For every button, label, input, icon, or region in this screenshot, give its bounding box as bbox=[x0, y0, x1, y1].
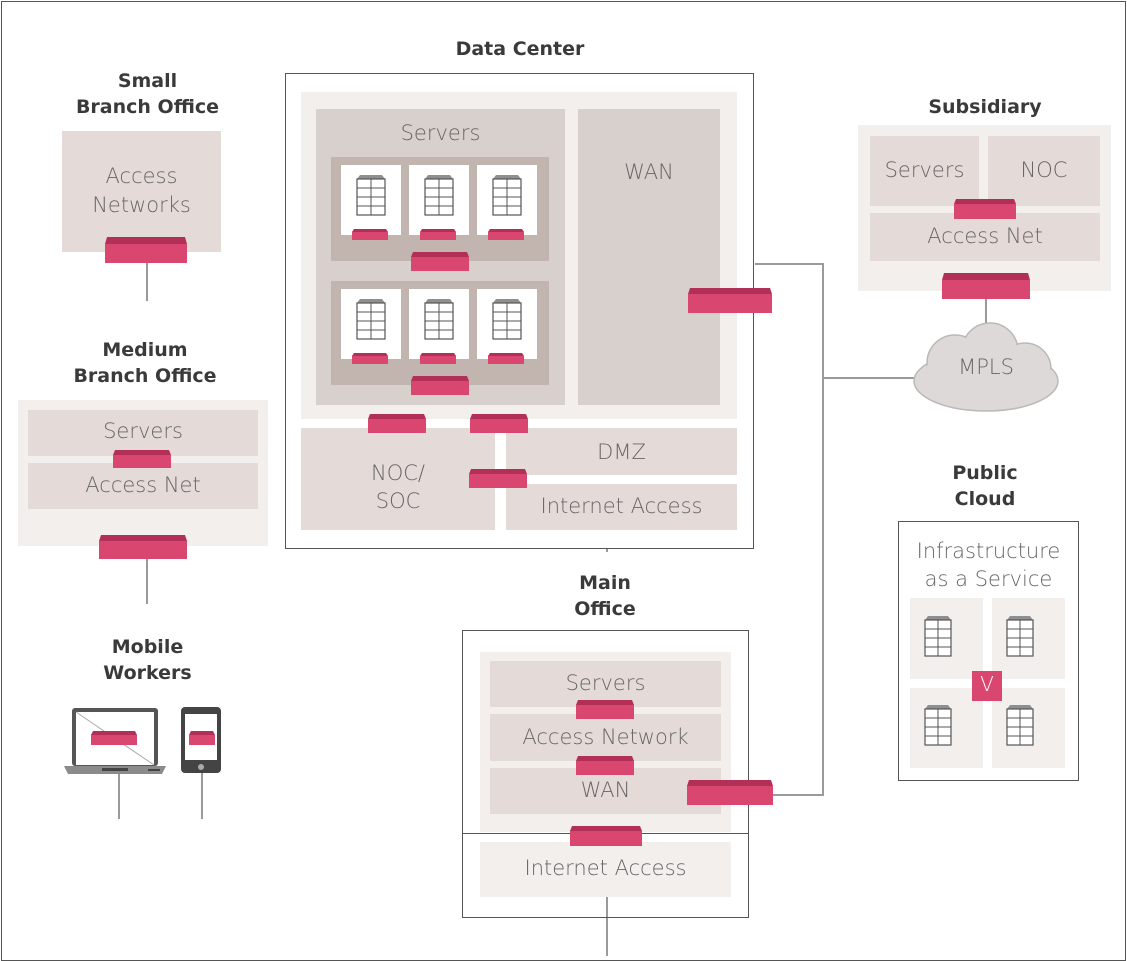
dc-wan-appliance-icon bbox=[688, 288, 772, 313]
mobile-title-line1: Mobile bbox=[111, 636, 184, 658]
dc-server-icon bbox=[409, 165, 469, 235]
dc-wan-panel bbox=[578, 109, 720, 405]
dc-internet-panel bbox=[506, 484, 737, 530]
dc-server-icon bbox=[477, 165, 537, 235]
medium-branch-servers bbox=[28, 410, 258, 456]
main-office-wan-link bbox=[770, 794, 824, 796]
subsidiary-noc-label: NOC bbox=[1020, 158, 1068, 182]
subsidiary-appliance-icon bbox=[942, 273, 1030, 299]
main-office-internet-label: Internet Access bbox=[524, 856, 687, 880]
cloud-server-icon bbox=[921, 705, 955, 750]
dc-noc-label: NOC/ SOC bbox=[301, 459, 495, 515]
main-office-box-bottom bbox=[462, 834, 749, 918]
subsidiary-noc-panel bbox=[988, 136, 1100, 206]
medium-branch-access bbox=[28, 463, 258, 509]
data-center-title: Data Center bbox=[455, 38, 585, 60]
mobile-title: Mobile Workers bbox=[40, 634, 255, 686]
medium-branch-appliance-icon bbox=[99, 535, 187, 559]
wan-trunk bbox=[822, 263, 824, 796]
laptop-uplink bbox=[118, 772, 120, 819]
main-office-access-panel bbox=[490, 714, 721, 761]
main-office-wan-label: WAN bbox=[580, 778, 631, 802]
medium-branch-title-line2: Branch Office bbox=[73, 365, 217, 387]
dc-internet-appliance-icon bbox=[469, 469, 527, 488]
iaas-label-line1: Infrastructure bbox=[916, 539, 1061, 563]
main-office-wan-panel bbox=[490, 768, 721, 814]
v-badge bbox=[972, 671, 1002, 701]
subsidiary-servers-panel bbox=[870, 136, 979, 206]
medium-branch-servers-label: Servers bbox=[103, 419, 183, 443]
public-cloud-title: Public Cloud bbox=[880, 460, 1090, 512]
trunk-mpls-link bbox=[822, 377, 922, 379]
v-badge-label: V bbox=[980, 672, 994, 696]
small-branch-uplink bbox=[146, 263, 148, 301]
dc-noc-label-line2: SOC bbox=[375, 489, 421, 513]
phone-appliance-icon bbox=[189, 731, 215, 745]
subsidiary-access-panel bbox=[870, 213, 1100, 261]
mobile-title-line2: Workers bbox=[103, 662, 192, 684]
dc-server-appliance-icon bbox=[420, 353, 456, 364]
dc-servers-label: Servers bbox=[400, 121, 481, 145]
main-office-internet-appliance-icon bbox=[570, 826, 642, 846]
dc-server-appliance-icon bbox=[352, 229, 388, 240]
dc-internet-label: Internet Access bbox=[540, 494, 703, 518]
small-branch-title-line2: Branch Office bbox=[75, 96, 220, 118]
small-branch-access: Access Networks bbox=[92, 164, 191, 217]
phone-uplink bbox=[201, 772, 203, 819]
cloud-server-icon bbox=[921, 616, 955, 661]
main-office-servers-appliance-icon bbox=[576, 700, 634, 719]
medium-branch-access-label: Access Net bbox=[85, 473, 201, 497]
main-office-title-line1: Main bbox=[579, 572, 631, 594]
dc-dmz-label: DMZ bbox=[597, 440, 646, 464]
public-cloud-title-line2: Cloud bbox=[954, 488, 1016, 510]
main-office-access-appliance-icon bbox=[576, 756, 634, 775]
dc-noc-appliance-icon bbox=[368, 414, 426, 433]
main-office-servers-label: Servers bbox=[565, 671, 646, 695]
main-office-wan-appliance-icon bbox=[687, 780, 773, 805]
mpls-label: MPLS bbox=[958, 355, 1014, 379]
dc-rack-appliance-icon bbox=[411, 376, 469, 395]
dc-server-appliance-icon bbox=[488, 229, 524, 240]
dc-noc-label-line1: NOC/ bbox=[371, 461, 425, 485]
dc-wan-link bbox=[755, 263, 823, 265]
dc-noc-panel bbox=[301, 428, 495, 530]
dc-server-appliance-icon bbox=[420, 229, 456, 240]
main-office-title-line2: Office bbox=[574, 598, 636, 620]
mpls-cloud-icon bbox=[913, 322, 1059, 412]
main-office-internet-panel bbox=[480, 842, 731, 897]
cloud-server-icon bbox=[1003, 616, 1037, 661]
laptop-appliance-icon bbox=[91, 731, 137, 745]
dc-wan-label: WAN bbox=[624, 160, 674, 184]
public-cloud-title-line1: Public bbox=[952, 462, 1018, 484]
dc-server-appliance-icon bbox=[488, 353, 524, 364]
medium-branch-title: Medium Branch Office bbox=[30, 337, 260, 389]
main-office-access-label: Access Network bbox=[522, 725, 689, 749]
medium-branch-inner-appliance-icon bbox=[113, 450, 171, 468]
dc-dmz-panel bbox=[506, 428, 737, 475]
small-branch-title: Small Branch Office bbox=[40, 68, 255, 120]
dc-server-icon bbox=[341, 289, 401, 359]
dc-server-icon bbox=[341, 165, 401, 235]
iaas-label-line2: as a Service bbox=[924, 567, 1053, 591]
dc-server-icon bbox=[477, 289, 537, 359]
cloud-server-icon bbox=[1003, 705, 1037, 750]
dc-server-icon bbox=[409, 289, 469, 359]
small-branch-panel bbox=[62, 131, 221, 252]
medium-branch-title-line1: Medium bbox=[102, 339, 188, 361]
medium-branch-uplink bbox=[146, 558, 148, 604]
main-office-servers-panel bbox=[490, 661, 721, 707]
subsidiary-title: Subsidiary bbox=[928, 96, 1042, 118]
iaas-label: Infrastructure as a Service bbox=[898, 537, 1079, 593]
small-branch-title-line1: Small bbox=[117, 70, 178, 92]
dc-server-appliance-icon bbox=[352, 353, 388, 364]
subsidiary-inner-appliance-icon bbox=[954, 199, 1016, 219]
dc-rack-appliance-icon bbox=[411, 252, 469, 271]
subsidiary-access-label: Access Net bbox=[927, 224, 1043, 248]
main-office-title: Main Office bbox=[500, 570, 710, 622]
subsidiary-servers-label: Servers bbox=[884, 158, 965, 182]
subsidiary-mpls-link bbox=[985, 296, 987, 326]
dc-dmz-appliance-icon bbox=[470, 414, 528, 433]
small-branch-appliance-icon bbox=[105, 237, 187, 263]
